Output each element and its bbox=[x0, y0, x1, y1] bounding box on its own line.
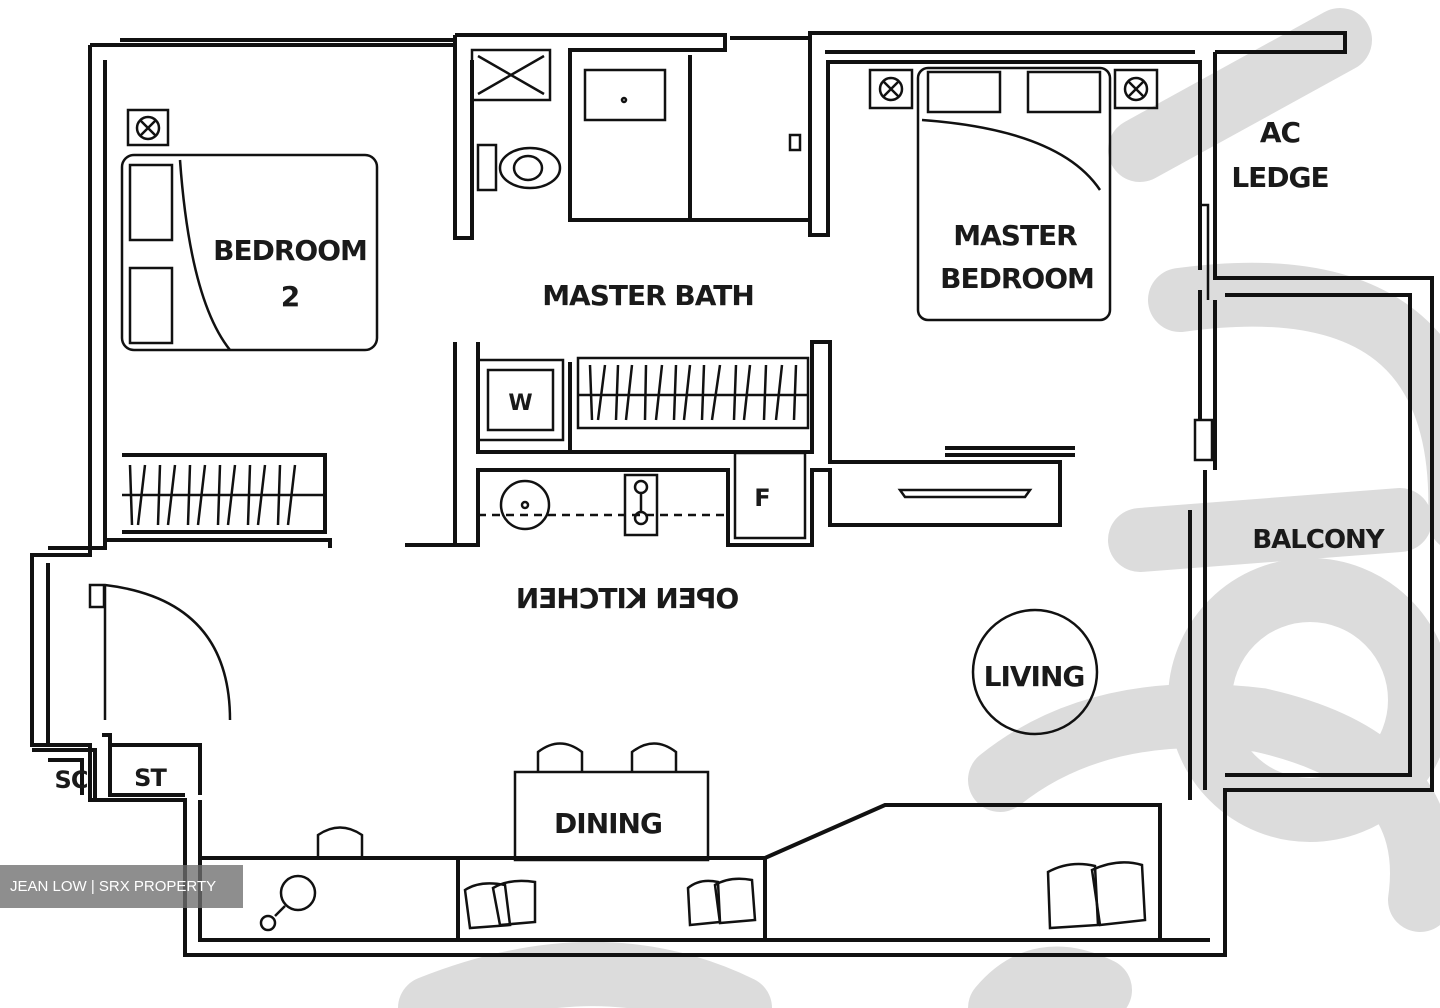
bedroom-2-label: BEDROOM bbox=[213, 234, 367, 267]
washer-label: W bbox=[508, 391, 532, 416]
ac-ledge-label-1: AC bbox=[1260, 116, 1300, 149]
balcony-label: BALCONY bbox=[1252, 525, 1385, 555]
credit-banner: JEAN LOW | SRX PROPERTY bbox=[0, 865, 243, 908]
store-label: ST bbox=[134, 764, 167, 792]
living-label: LIVING bbox=[984, 660, 1085, 693]
ac-ledge-label-2: LEDGE bbox=[1231, 161, 1328, 194]
dining-label: DINING bbox=[554, 807, 662, 840]
room-labels: BEDROOM 2 MASTER BATH MASTER BEDROOM AC … bbox=[55, 116, 1387, 840]
bedroom-2-number: 2 bbox=[281, 280, 299, 313]
walls bbox=[30, 31, 1434, 957]
master-bedroom-label-1: MASTER bbox=[953, 219, 1077, 252]
fridge-label: F bbox=[754, 484, 769, 512]
master-bath-label: MASTER BATH bbox=[542, 279, 754, 312]
fixtures bbox=[88, 48, 1214, 932]
open-kitchen-label: OPEN KITCHEN bbox=[517, 582, 739, 615]
shelter-label: SC bbox=[55, 766, 88, 794]
master-bedroom-label-2: BEDROOM bbox=[940, 262, 1094, 295]
